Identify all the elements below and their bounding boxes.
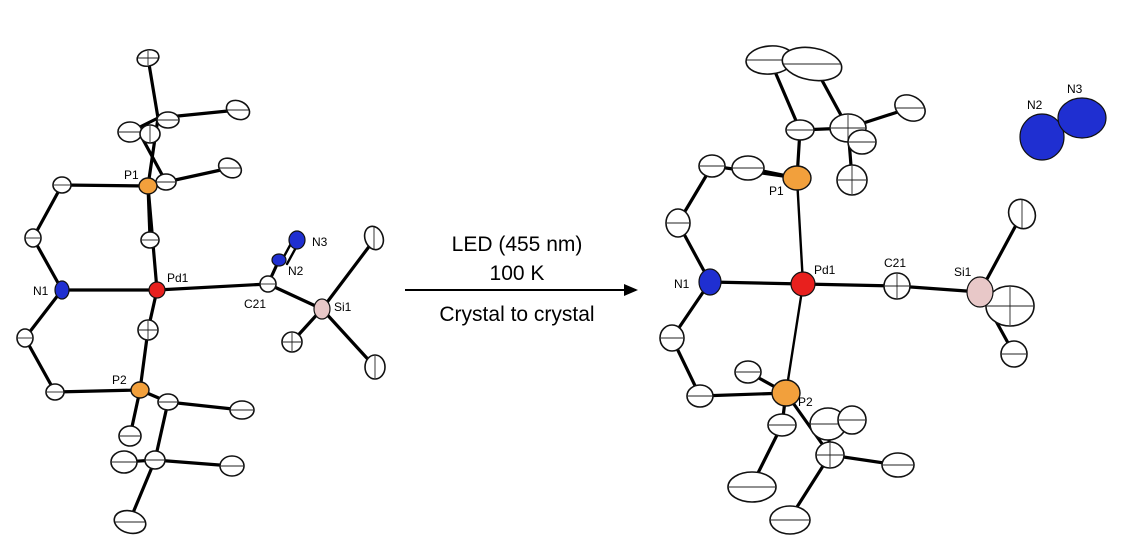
carbon-atom <box>883 272 911 300</box>
carbon-atom <box>24 228 42 248</box>
carbon-atom <box>110 450 138 474</box>
carbon-atom <box>1000 340 1028 368</box>
carbon-atom <box>881 452 915 478</box>
phosphorus-atom <box>130 381 150 399</box>
carbon-atom <box>140 231 160 249</box>
atom-label-C21: C21 <box>884 256 906 270</box>
carbon-atom <box>836 164 868 196</box>
carbon-atom <box>734 360 762 384</box>
labels-after: P1 P2 N1 Pd1 C21 Si1 N2 N3 <box>674 82 1083 409</box>
carbon-atom <box>815 441 845 469</box>
atom-label-Si1: Si1 <box>334 300 352 314</box>
carbon-atom <box>363 225 385 251</box>
atom-label-N1: N1 <box>674 277 690 291</box>
carbon-atom <box>894 94 926 122</box>
atom-label-P1: P1 <box>769 184 784 198</box>
carbon-atom <box>225 99 251 121</box>
carbon-atom <box>156 111 180 129</box>
phosphorus-atom <box>771 379 801 407</box>
carbon-atom <box>364 354 386 380</box>
atom-label-N2: N2 <box>1027 98 1043 112</box>
phosphorus-atom <box>782 165 812 191</box>
carbon-atom <box>137 319 159 341</box>
palladium-atom <box>148 281 166 299</box>
structure-after: P1 P2 N1 Pd1 C21 Si1 N2 N3 <box>659 45 1107 535</box>
carbon-atom <box>16 328 34 348</box>
carbon-atom <box>113 509 147 535</box>
bonds-before <box>23 56 377 522</box>
carbon-atom <box>785 119 815 141</box>
carbon-atom <box>281 331 303 353</box>
atom-label-P2: P2 <box>112 373 127 387</box>
palladium-atom <box>790 271 816 297</box>
phosphorus-atom <box>138 177 158 195</box>
carbon-atom <box>139 124 161 144</box>
carbon-atom <box>45 383 65 401</box>
carbon-atom <box>769 505 811 535</box>
atom-label-N3: N3 <box>312 235 328 249</box>
labels-before: P1 P2 N1 Pd1 C21 Si1 N2 N3 <box>33 168 352 387</box>
atom-label-Pd1: Pd1 <box>814 263 836 277</box>
nitrogen-atom <box>288 230 306 250</box>
carbon-atom <box>781 46 843 82</box>
carbon-atom <box>155 173 177 191</box>
atom-label-Si1: Si1 <box>954 265 972 279</box>
carbon-atom <box>136 48 160 68</box>
atoms-after <box>659 45 1107 535</box>
carbon-atom <box>259 275 277 293</box>
carbon-atom <box>52 176 72 194</box>
reaction-arrow-group: LED (455 nm) 100 K Crystal to crystal <box>405 233 638 326</box>
carbon-atom <box>217 157 243 179</box>
carbon-atom <box>157 393 179 411</box>
carbon-atom <box>219 455 245 477</box>
carbon-atom <box>727 471 777 503</box>
silicon-atom <box>966 276 994 308</box>
atom-label-Pd1: Pd1 <box>167 271 189 285</box>
carbon-atom <box>144 450 166 470</box>
carbon-atom <box>698 154 726 178</box>
atom-label-P2: P2 <box>798 395 813 409</box>
atom-label-N3: N3 <box>1067 82 1083 96</box>
condition-mode: Crystal to crystal <box>439 303 594 326</box>
condition-temperature: 100 K <box>490 262 545 285</box>
carbon-atom <box>659 324 685 352</box>
carbon-atom <box>686 384 714 408</box>
dinitrogen-molecule <box>1019 97 1107 161</box>
carbon-atom <box>118 425 142 447</box>
atoms-before <box>16 48 386 535</box>
carbon-atom <box>731 155 765 181</box>
carbon-atom <box>229 400 255 420</box>
atom-label-C21: C21 <box>244 297 266 311</box>
atom-label-P1: P1 <box>124 168 139 182</box>
carbon-atom <box>847 129 877 155</box>
carbon-atom <box>1007 198 1037 230</box>
carbon-atom <box>117 121 143 143</box>
carbon-atom <box>837 405 867 435</box>
carbon-atom <box>767 413 797 437</box>
nitrogen-atom <box>698 268 722 296</box>
carbon-atom <box>665 208 691 238</box>
structure-before: P1 P2 N1 Pd1 C21 Si1 N2 N3 <box>16 48 386 535</box>
carbon-atom <box>745 45 795 75</box>
nitrogen-atom <box>54 280 70 300</box>
atom-label-N1: N1 <box>33 284 49 298</box>
atom-label-N2: N2 <box>288 264 304 278</box>
carbon-atom <box>809 407 847 441</box>
condition-light-source: LED (455 nm) <box>452 233 583 256</box>
silicon-atom <box>313 298 331 320</box>
nitrogen-atom <box>271 253 287 267</box>
